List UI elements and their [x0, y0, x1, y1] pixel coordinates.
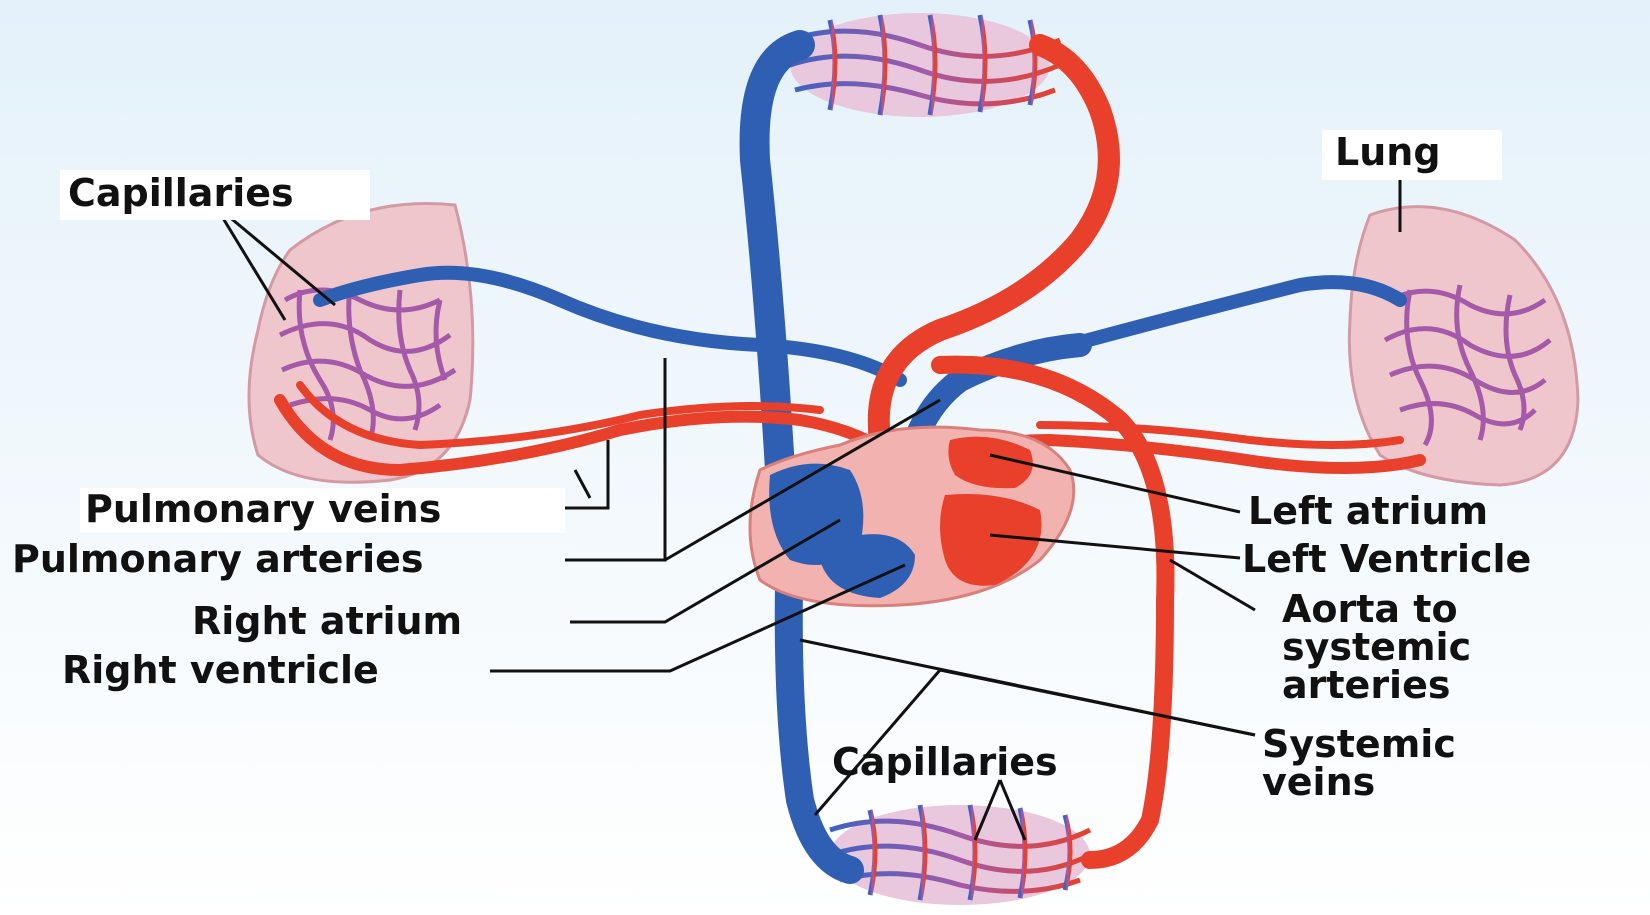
label-right-atrium: Right atrium — [192, 599, 462, 643]
label-pulmonary-veins: Pulmonary veins — [85, 487, 441, 531]
label-capillaries-bottom: Capillaries — [832, 740, 1058, 784]
label-aorta-line3: arteries — [1282, 663, 1450, 707]
label-systemic-veins-line2: veins — [1262, 760, 1375, 804]
label-lung: Lung — [1335, 130, 1441, 174]
label-capillaries-top: Capillaries — [68, 171, 294, 215]
label-right-ventricle: Right ventricle — [62, 648, 379, 692]
label-left-ventricle: Left Ventricle — [1242, 537, 1531, 581]
lower-body-capillaries — [830, 805, 1090, 905]
label-left-atrium: Left atrium — [1248, 489, 1488, 533]
label-pulmonary-arteries: Pulmonary arteries — [12, 537, 424, 581]
